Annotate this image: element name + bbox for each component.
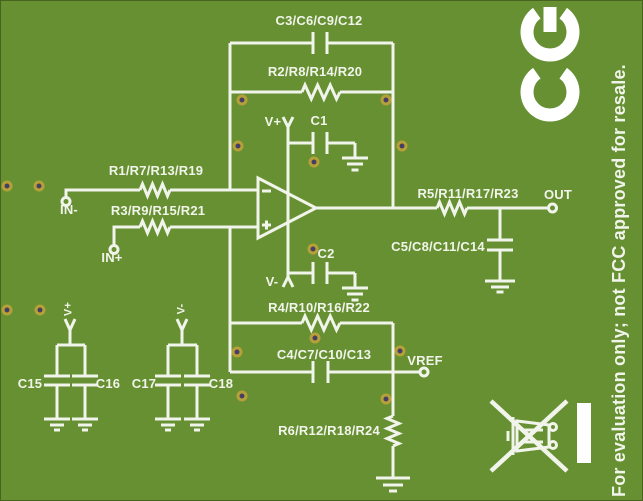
capacitor-c3-symbol (311, 32, 329, 54)
label-c15: C15 (17, 376, 43, 391)
label-v-plus: V+ (264, 114, 282, 129)
label-c1: C1 (310, 113, 328, 128)
disclaimer-text: For evaluation only; not FCC approved fo… (609, 64, 629, 497)
resistor-r5-symbol (435, 198, 469, 218)
label-c5: C5/C8/C11/C14 (391, 239, 485, 254)
vref-terminal (418, 366, 430, 378)
weee-bar (577, 403, 591, 463)
resistor-r6-symbol (376, 414, 410, 493)
decoupling-caps-vminus (155, 318, 210, 432)
via-pads (1, 94, 408, 405)
resistor-r4-symbol (300, 312, 342, 334)
label-v-minus-rail: V- (175, 303, 188, 315)
label-r1: R1/R7/R13/R19 (108, 163, 204, 178)
label-r6: R6/R12/R18/R24 (278, 423, 380, 438)
out-terminal (547, 202, 558, 214)
label-in-minus: IN- (60, 202, 78, 217)
label-c2: C2 (317, 246, 335, 261)
feedback-wires (228, 41, 395, 208)
label-c17: C17 (131, 376, 157, 391)
label-c16: C16 (95, 376, 121, 391)
in-plus-wire (112, 225, 258, 245)
label-c3: C3/C6/C9/C12 (275, 13, 363, 28)
label-r5: R5/R11/R17/R23 (417, 186, 519, 201)
vminus-supply-arrow (281, 273, 295, 288)
label-v-minus: V- (265, 274, 279, 289)
resistor-r2-symbol (300, 81, 342, 103)
label-in-plus: IN+ (101, 250, 123, 265)
label-r3: R3/R9/R15/R21 (110, 203, 206, 218)
label-r2: R2/R8/R14/R20 (267, 64, 363, 79)
in-minus-wire (64, 188, 258, 197)
resistor-r3-symbol (138, 217, 172, 237)
label-v-plus-rail: V+ (62, 301, 75, 317)
in-plus-terminal (108, 244, 120, 255)
decoupling-caps-vplus (44, 318, 98, 432)
label-c4: C4/C7/C10/C13 (276, 347, 372, 362)
capacitor-c4-symbol (311, 361, 330, 383)
opamp-symbol (256, 175, 320, 241)
capacitor-c2-symbol (288, 262, 368, 302)
ce-mark-icon (520, 7, 580, 122)
label-r4: R4/R10/R16/R22 (268, 300, 370, 315)
in-minus-terminal (60, 196, 72, 207)
lower-network-wires (228, 227, 419, 477)
capacitor-c1-symbol (288, 132, 368, 172)
label-c18: C18 (208, 376, 234, 391)
resistor-r1-symbol (138, 180, 172, 200)
label-vref: VREF (407, 353, 443, 368)
weee-icon (489, 399, 591, 473)
label-out: OUT (543, 187, 573, 202)
capacitor-c5-symbol (485, 208, 515, 294)
vplus-supply-arrow (281, 116, 295, 131)
